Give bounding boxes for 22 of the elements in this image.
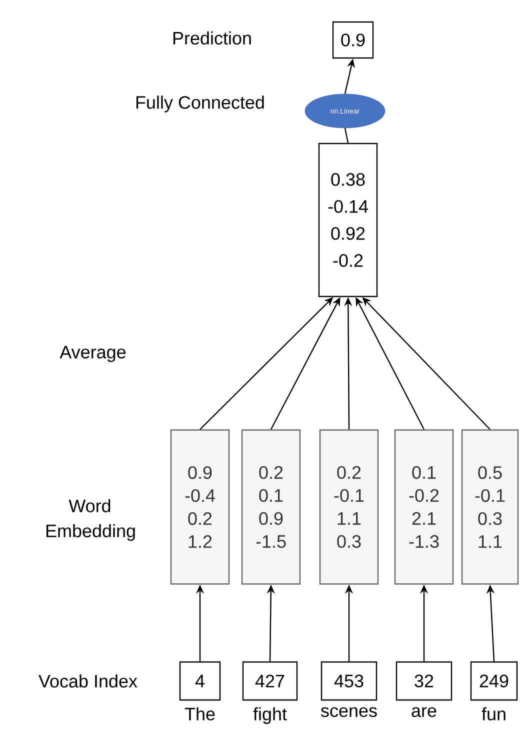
output-box: 0.9 [332,21,374,59]
index-box: 249 [470,661,518,701]
index-box: 4 [179,661,221,701]
row-label: Prediction [173,31,251,45]
row-label: Average [60,346,126,362]
embedding-box: 0.1 -0.2 2.1 -1.3 [394,429,454,585]
word-label: The [184,707,215,720]
word-label: fun [482,707,506,720]
index-box: 453 [320,661,378,701]
embedding-box: 0.2 -0.1 1.1 0.3 [319,429,379,585]
word-label: scenes [321,707,377,718]
embedding-box: 0.5 -0.1 0.3 1.1 [461,429,519,585]
word-label: fight [253,707,287,724]
word-label: are [412,707,436,718]
row-label: Word Embedding [46,499,135,541]
embedding-box: 0.2 0.1 0.9 -1.5 [241,429,301,585]
index-box: 32 [396,661,452,701]
row-label: Fully Connected [136,96,264,112]
vector-box: 0.38 -0.14 0.92 -0.2 [318,142,378,298]
row-label: Vocab Index [38,674,138,688]
embedding-box: 0.9 -0.4 0.2 1.2 [170,429,230,585]
index-box: 427 [242,661,298,701]
